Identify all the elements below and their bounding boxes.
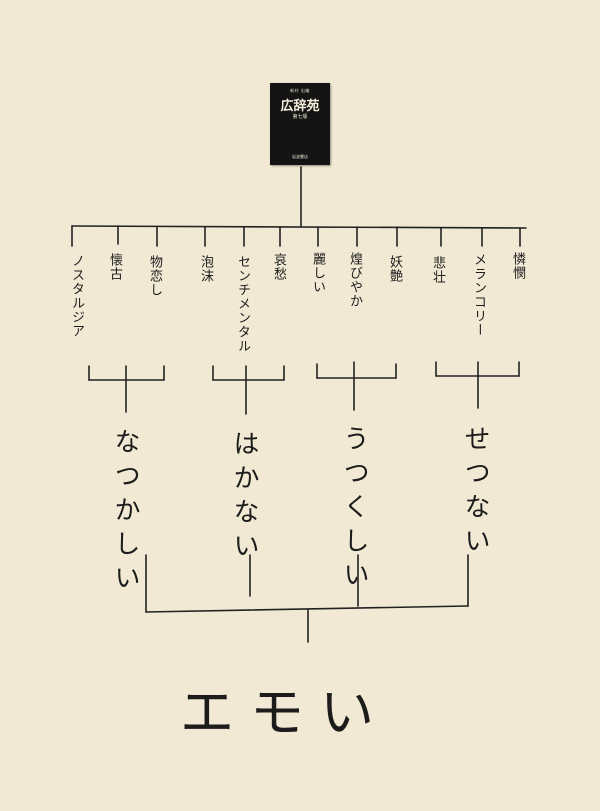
- word-monogoishi: 物恋し: [147, 255, 162, 297]
- word-sentimental: センチメンタル: [235, 255, 250, 353]
- word-renbin: 憐憫: [510, 252, 525, 280]
- word-nostalgia: ノスタルジア: [69, 254, 84, 338]
- word-utakata: 泡沫: [198, 255, 213, 283]
- word-kaiko: 懐古: [107, 253, 122, 281]
- word-melancholy: メランコリー: [471, 253, 486, 337]
- book-author: 新村 出編: [290, 88, 310, 93]
- word-aishu: 哀愁: [271, 253, 286, 281]
- group-setsunai: せつない: [460, 425, 490, 561]
- word-uruwashii: 麗しい: [310, 252, 325, 294]
- word-hisou: 悲壮: [430, 256, 445, 284]
- group-natsukashii: なつかしい: [110, 428, 140, 598]
- word-kirabiyaka: 煌びやか: [347, 252, 362, 308]
- result-emoi: エモい: [180, 681, 390, 744]
- kojien-book-cover: 新村 出編 広辞苑 第七版 岩波書店: [270, 83, 330, 165]
- book-publisher: 岩波書店: [292, 154, 308, 159]
- group-utsukushii: うつくしい: [339, 425, 369, 595]
- book-edition: 第七版: [292, 114, 308, 120]
- word-youen: 妖艶: [387, 255, 402, 283]
- group-hakanai: はかない: [229, 430, 259, 566]
- book-title: 広辞苑: [280, 99, 320, 114]
